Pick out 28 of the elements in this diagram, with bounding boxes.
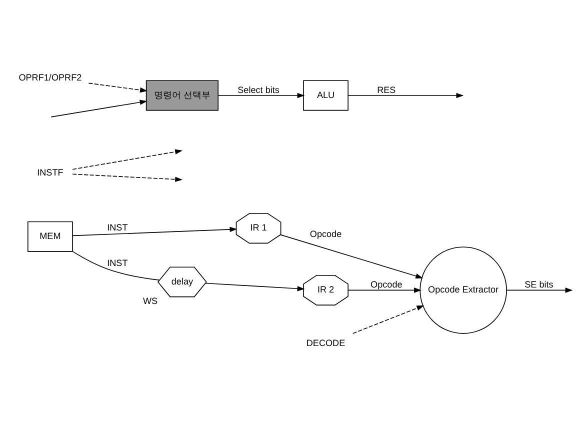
edge-label: Select bits — [238, 84, 280, 94]
node-text: DECODE — [306, 338, 346, 348]
edge-label: Opcode — [370, 279, 402, 290]
arrow — [72, 226, 238, 236]
arrow — [205, 282, 305, 291]
arrow — [348, 287, 422, 292]
edge-label: Opcode — [310, 228, 342, 239]
node-box: ALU — [303, 80, 348, 110]
edge-label: RES — [377, 84, 396, 94]
arrow — [218, 92, 305, 98]
connector — [72, 250, 160, 280]
arrow — [50, 99, 148, 117]
arrow — [280, 234, 424, 278]
node-box: 명령어 선택부 — [146, 80, 219, 110]
arrow — [506, 287, 573, 292]
edge-label: INST — [107, 258, 128, 268]
node-label: WS — [143, 296, 158, 306]
node-text: OPRF1/OPRF2 — [18, 72, 82, 82]
arrow — [72, 173, 183, 182]
arrow — [348, 92, 464, 98]
edge-label: SE bits — [524, 279, 554, 290]
edge-label: INST — [107, 222, 128, 232]
arrow — [88, 82, 148, 92]
node-circle: Opcode Extractor — [420, 246, 507, 334]
arrow — [72, 148, 183, 170]
node-text: INSTF — [37, 166, 64, 177]
node-box: MEM — [28, 220, 73, 252]
arrow — [352, 304, 424, 334]
